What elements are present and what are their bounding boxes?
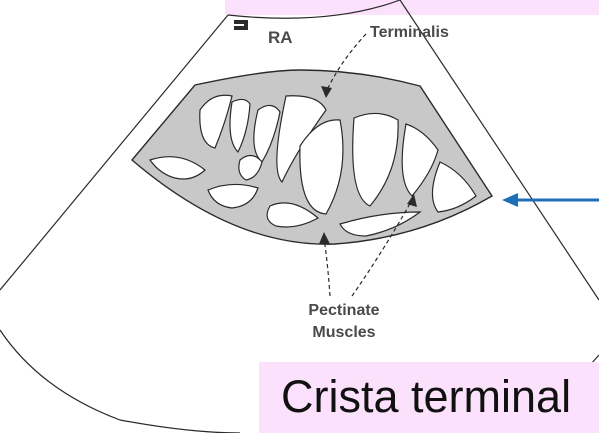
pectinate-label-line2: Muscles <box>312 324 375 341</box>
chamber-label: RA <box>268 28 293 47</box>
probe-marker-icon <box>234 20 248 30</box>
sector-top-arc <box>228 0 400 18</box>
sector-bottom-arc <box>0 330 240 433</box>
caption-text: Crista terminal <box>281 374 571 419</box>
pectinate-label-line1: Pectinate <box>308 302 379 319</box>
blue-indicator-arrow <box>502 193 599 207</box>
pectinate-leader-left <box>324 238 330 296</box>
terminalis-label: Terminalis <box>370 24 449 41</box>
